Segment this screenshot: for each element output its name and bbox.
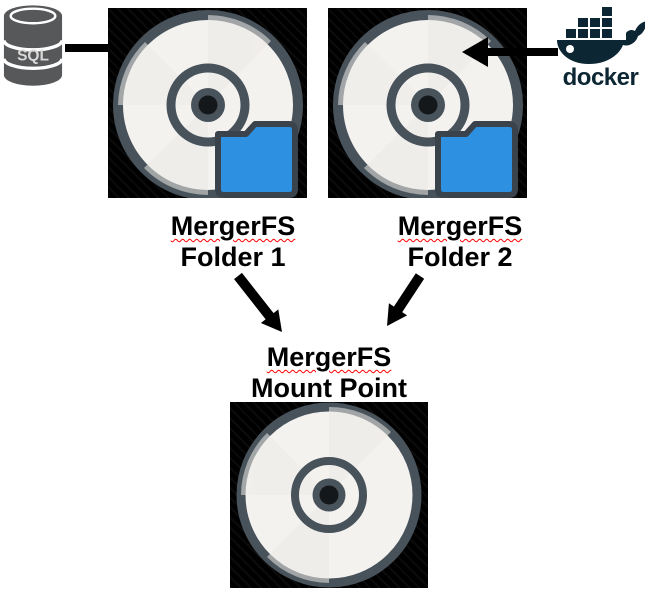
docker-whale-icon — [557, 7, 645, 64]
arrow-down-left-icon — [387, 273, 425, 326]
sql-database-icon: SQL — [2, 4, 64, 88]
disk-folder-2 — [328, 8, 527, 198]
mount-point-disk — [230, 402, 428, 588]
label-line-mergerfs: MergerFS — [170, 211, 296, 241]
sql-label: SQL — [17, 48, 49, 65]
docker-wordmark: docker — [562, 64, 639, 91]
folder-icon — [435, 121, 518, 198]
folder-icon — [215, 121, 298, 198]
label-mergerfs-folder-1: MergerFS Folder 1 — [133, 211, 333, 273]
cd-disc-folder-icon — [113, 10, 303, 198]
label-mergerfs-folder-2: MergerFS Folder 2 — [360, 211, 560, 273]
docker-logo-icon — [556, 6, 645, 66]
label-line-mount-point: Mount Point — [251, 373, 407, 403]
cd-disc-folder-icon — [333, 10, 523, 198]
arrow-down-right-icon — [234, 272, 282, 332]
label-line-folder: Folder 1 — [180, 242, 286, 272]
label-line-mergerfs: MergerFS — [397, 211, 523, 241]
label-line-mergerfs: MergerFS — [266, 342, 392, 372]
label-line-folder: Folder 2 — [407, 242, 513, 272]
disk-folder-1 — [108, 8, 307, 198]
merge-arrows — [234, 272, 425, 332]
label-mergerfs-mount-point: MergerFS Mount Point — [229, 342, 429, 404]
cd-disc-icon — [236, 402, 422, 588]
database-cylinder-graphic: SQL — [2, 5, 64, 86]
arrow-left-icon — [462, 37, 558, 67]
